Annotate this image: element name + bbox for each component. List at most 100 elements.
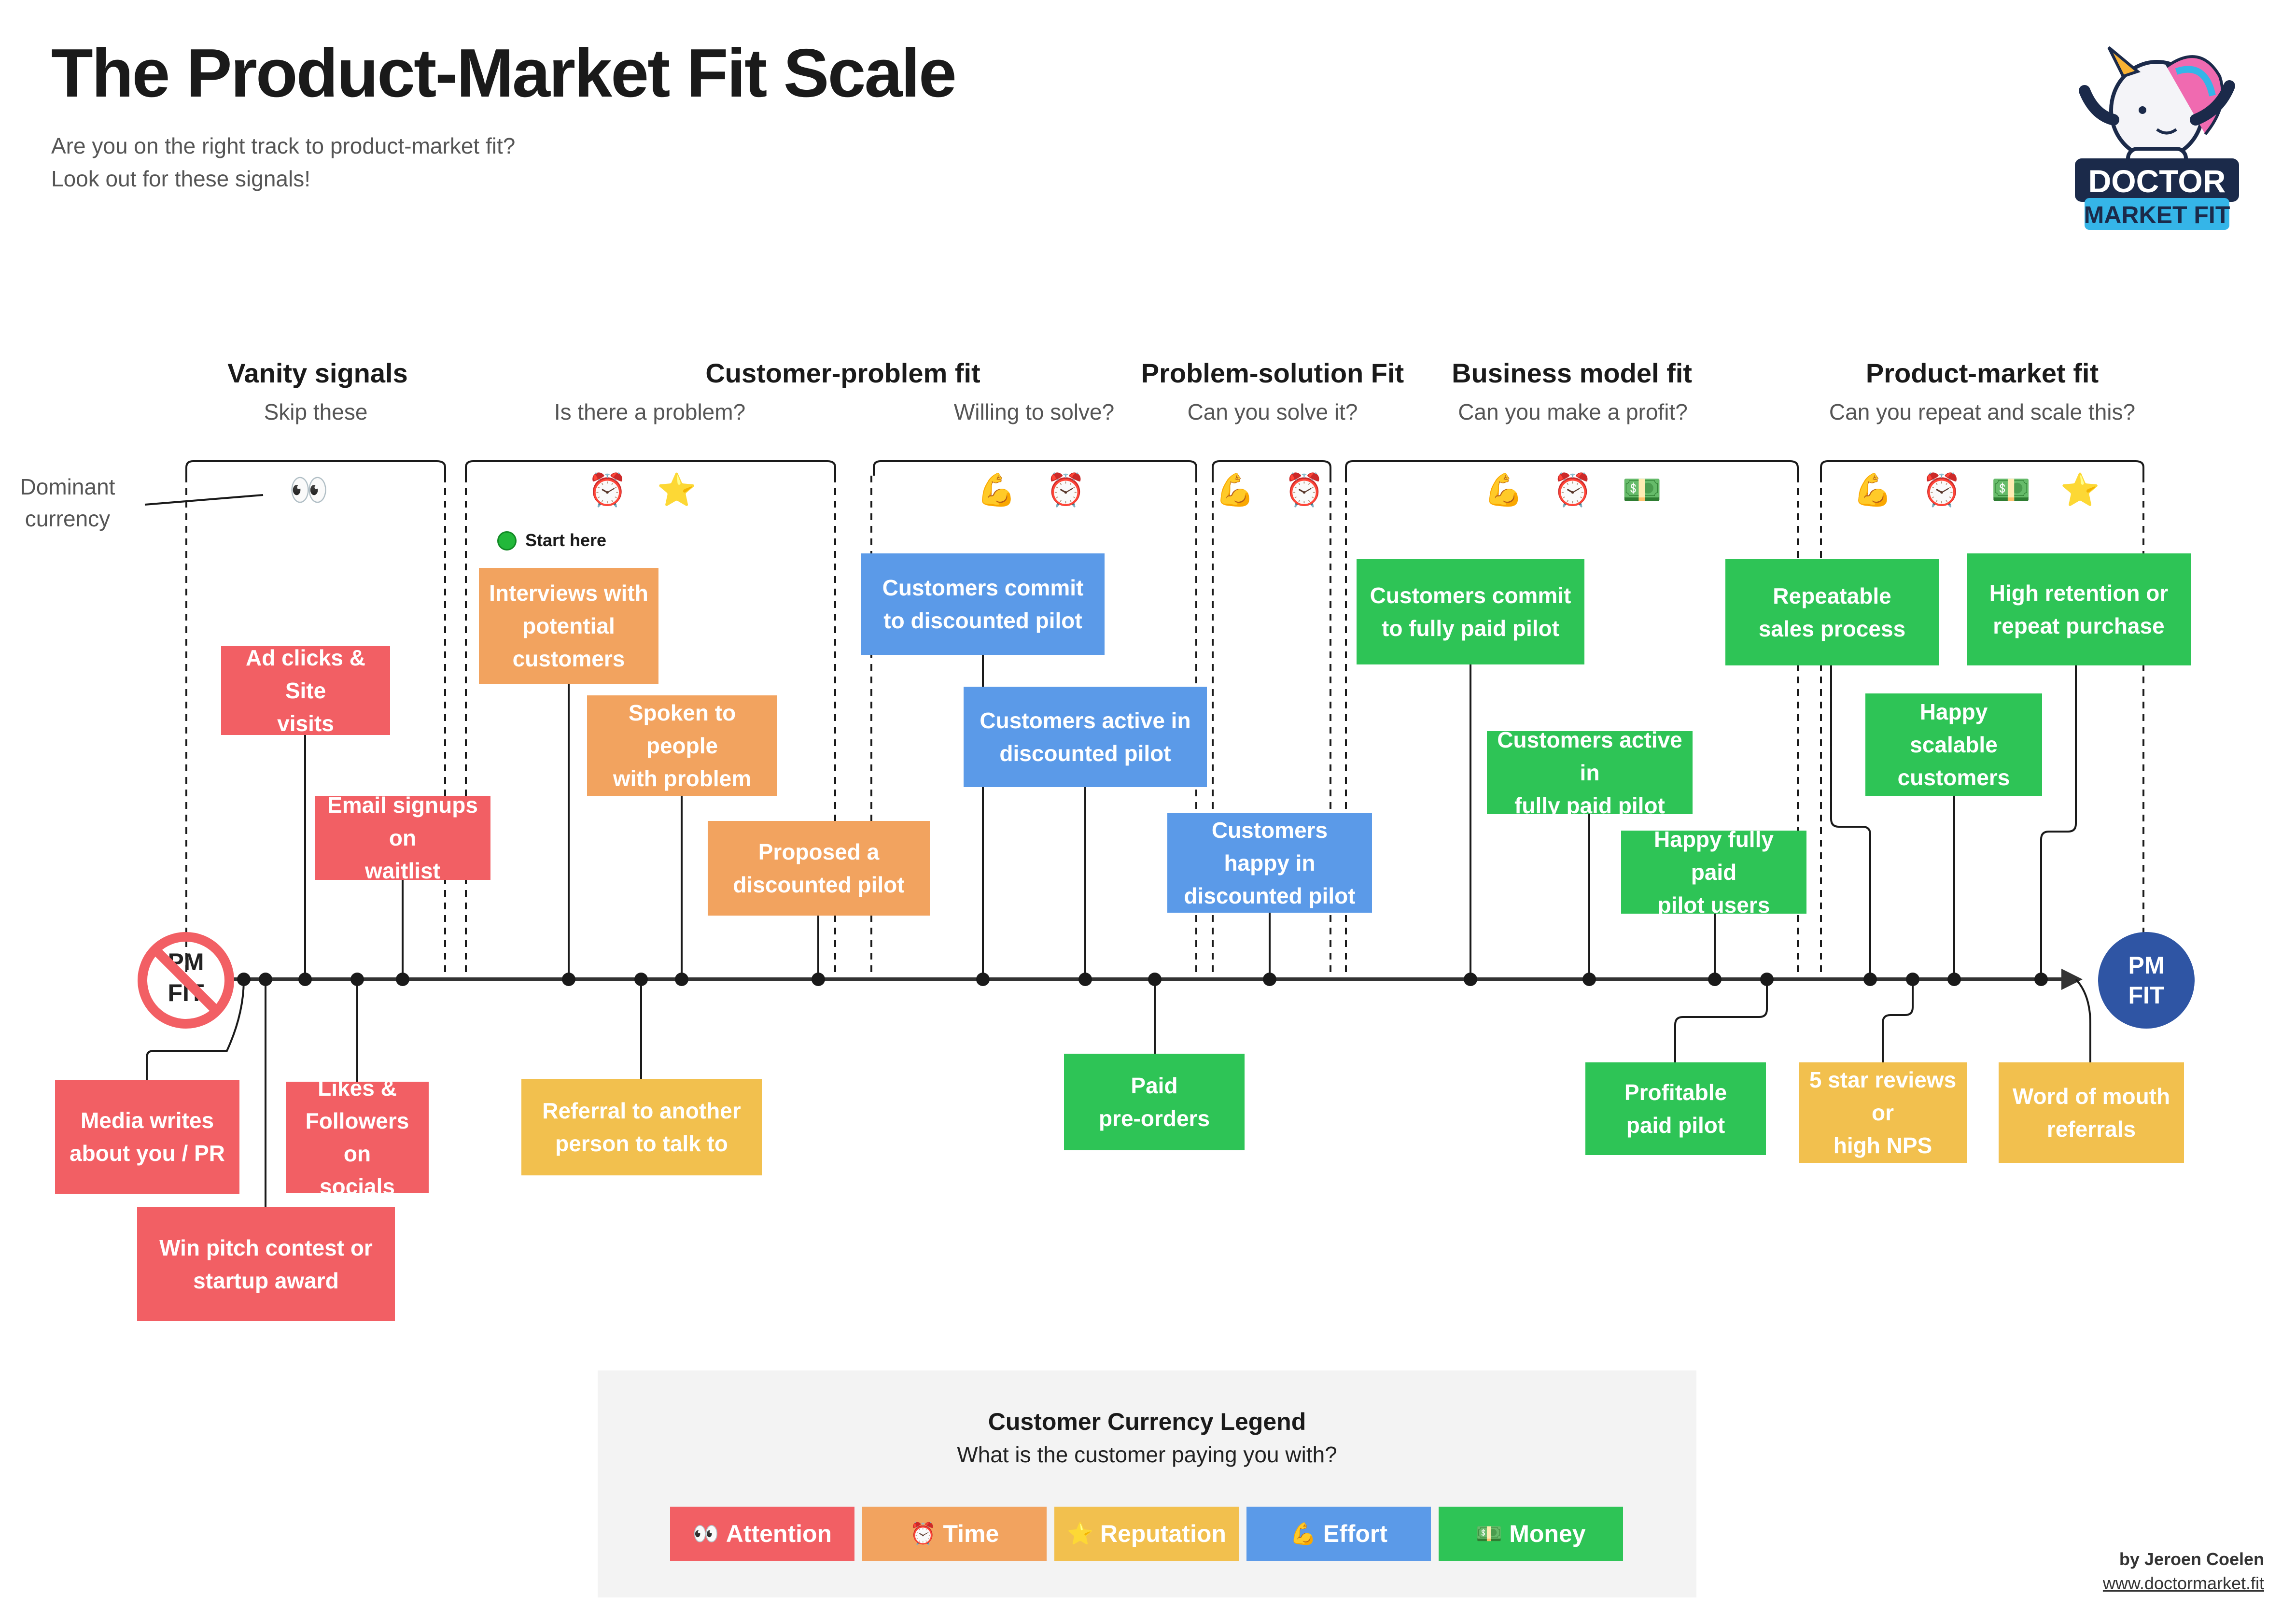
- signal-happy-discounted-pilot: Customers happy in discounted pilot: [1167, 813, 1372, 913]
- legend-chip-time: ⏰Time: [862, 1507, 1047, 1561]
- start-here-label: Start here: [525, 530, 607, 550]
- author-url-link[interactable]: www.doctormarket.fit: [2102, 1573, 2264, 1593]
- currency-icons-vanity: 👀: [289, 471, 339, 508]
- signal-text: Customers commit: [882, 575, 1084, 600]
- legend-chip-money: 💵Money: [1439, 1507, 1623, 1561]
- section-title-vanity: Vanity signals: [227, 358, 408, 388]
- signal-text: with problem: [613, 766, 752, 791]
- legend-chip-label: Reputation: [1100, 1520, 1226, 1547]
- bracket-business-model: [1345, 460, 1799, 476]
- signal-text: potential: [522, 613, 615, 638]
- section-subtitle-vanity: Skip these: [264, 399, 368, 424]
- section-title-business-model: Business model fit: [1452, 358, 1692, 388]
- legend-chip-reputation: ⭐Reputation: [1054, 1507, 1239, 1561]
- bracket-problem-solution: [1212, 460, 1331, 476]
- signal-text: pre-orders: [1098, 1106, 1210, 1131]
- signal-text: to discounted pilot: [883, 608, 1082, 633]
- currency-icons-product-market: 💪 ⏰ 💵 ⭐: [1853, 471, 2110, 508]
- signal-text: Proposed a: [758, 839, 880, 864]
- eyes-icon: 👀: [692, 1522, 719, 1546]
- dominant-currency-label: Dominant currency: [19, 471, 116, 535]
- legend-chip-label: Money: [1509, 1520, 1586, 1547]
- legend-title: Customer Currency Legend: [988, 1408, 1306, 1435]
- bracket-product-market: [1820, 460, 2144, 476]
- signal-spoken-to-people: Spoken to people with problem: [587, 695, 777, 796]
- signal-active-paid-pilot: Customers active in fully paid pilot: [1487, 727, 1693, 818]
- signal-text: Ad clicks & Site: [246, 645, 365, 703]
- signal-commit-paid-pilot: Customers commit to fully paid pilot: [1357, 559, 1584, 664]
- signal-email-signups: Email signups on waitlist: [315, 792, 490, 883]
- signal-five-star-reviews: 5 star reviews or high NPS: [1799, 1062, 1967, 1163]
- section-subtitle-product-market: Can you repeat and scale this?: [1829, 399, 2136, 424]
- legend-chip-label: Attention: [726, 1520, 832, 1547]
- signal-text: high NPS: [1833, 1133, 1932, 1158]
- author-credit: by Jeroen Coelen: [2119, 1549, 2264, 1569]
- signal-text: Happy scalable: [1910, 699, 1998, 757]
- alarm-clock-icon: ⏰: [910, 1522, 937, 1546]
- signal-text: Email signups on: [327, 792, 478, 850]
- legend-chip-label: Time: [943, 1520, 999, 1547]
- signal-text: discounted pilot: [1184, 883, 1356, 908]
- flexed-arm-icon: 💪: [1289, 1522, 1316, 1546]
- signal-text: about you / PR: [70, 1141, 225, 1166]
- section-title-problem-solution: Problem-solution Fit: [1141, 358, 1404, 388]
- page-subtitle: Are you on the right track to product-ma…: [51, 129, 515, 195]
- start-here-dot: [497, 531, 517, 551]
- section-subtitle-willing: Willing to solve?: [953, 399, 1115, 424]
- signal-text: Customers commit: [1370, 583, 1571, 608]
- logo-line1: DOCTOR: [2088, 163, 2226, 199]
- signal-text: Followers on: [305, 1108, 409, 1166]
- signal-text: waitlist: [365, 858, 440, 883]
- currency-icons-business-model: 💪 ⏰ 💵: [1484, 471, 1672, 508]
- section-subtitle-problem-solution: Can you solve it?: [1187, 399, 1358, 424]
- bracket-willing: [873, 460, 1197, 476]
- section-title-customer-problem: Customer-problem fit: [705, 358, 980, 388]
- signal-text: sales process: [1758, 616, 1906, 641]
- pm-fit-line: PM: [2128, 952, 2165, 979]
- dominant-currency-pointer: [144, 494, 264, 506]
- signal-interviews: Interviews with potential customers: [479, 568, 658, 684]
- pm-fit-line: FIT: [2128, 982, 2165, 1009]
- dominant-currency-line: Dominant: [20, 474, 115, 499]
- signal-text: Customers happy in: [1211, 818, 1328, 876]
- signal-commit-discounted-pilot: Customers commit to discounted pilot: [861, 553, 1105, 655]
- section-subtitle-business-model: Can you make a profit?: [1458, 399, 1688, 424]
- bracket-vanity: [185, 460, 446, 476]
- signal-text: fully paid pilot: [1514, 793, 1665, 818]
- signal-proposed-pilot: Proposed a discounted pilot: [708, 821, 930, 916]
- section-subtitle-is-there-problem: Is there a problem?: [554, 399, 746, 424]
- signal-text: discounted pilot: [733, 872, 905, 897]
- signal-text: Spoken to people: [628, 700, 736, 758]
- signal-text: to fully paid pilot: [1382, 616, 1559, 641]
- logo-line2: MARKET FIT: [2084, 201, 2230, 228]
- signal-text: paid pilot: [1626, 1113, 1725, 1138]
- pm-fit-endpoint: PM FIT: [2098, 932, 2195, 1029]
- timeline-arrowhead: [2061, 969, 2083, 990]
- currency-icons-problem: ⏰ ⭐: [588, 471, 706, 508]
- signal-text: Interviews with: [489, 580, 648, 606]
- signal-text: Paid: [1131, 1073, 1178, 1098]
- signal-text: customers: [512, 646, 625, 671]
- no-entry-icon: [138, 932, 234, 1029]
- currency-icons-problem-solution: 💪 ⏰: [1215, 471, 1334, 508]
- signal-text: 5 star reviews or: [1809, 1067, 1957, 1125]
- signal-text: Word of mouth: [2012, 1084, 2170, 1109]
- signal-text: person to talk to: [555, 1131, 728, 1156]
- legend-chip-effort: 💪Effort: [1246, 1507, 1431, 1561]
- signal-text: socials: [320, 1174, 395, 1199]
- signal-paid-preorders: Paid pre-orders: [1064, 1054, 1245, 1150]
- page-title: The Product-Market Fit Scale: [51, 35, 957, 112]
- currency-icons-willing: 💪 ⏰: [977, 471, 1095, 508]
- signal-text: Customers active in: [1497, 727, 1682, 785]
- legend-subtitle: What is the customer paying you with?: [957, 1442, 1337, 1467]
